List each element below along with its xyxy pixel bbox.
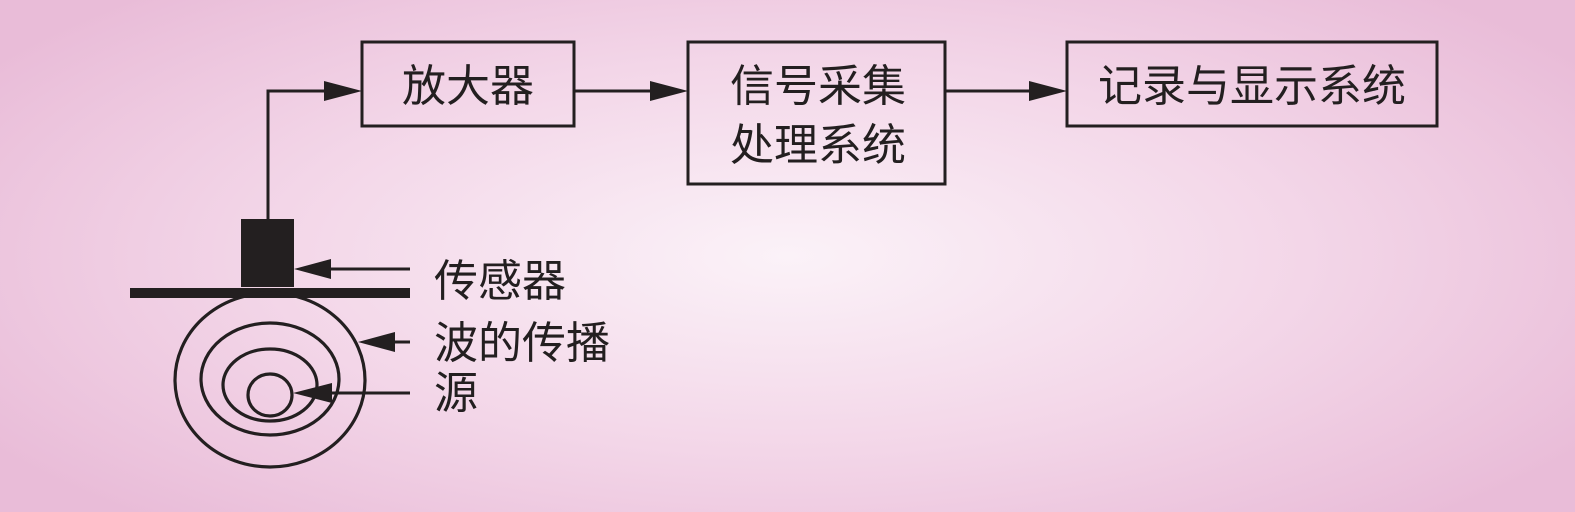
sensor-to-amplifier-arrowhead [324,81,362,101]
wave-ring-outer [173,291,367,469]
source-label: 源 [434,368,478,419]
amplifier-to-signal-arrowhead [650,81,688,101]
record-display-box [1065,40,1439,128]
signal-processing-label-line2: 处理系统 [730,120,906,171]
sensor-label: 传感器 [434,256,566,307]
record-display-label: 记录与显示系统 [1098,61,1406,112]
signal-to-record-arrowhead [1029,81,1067,101]
sensor-block [241,219,294,287]
signal-processing-label-line1: 信号采集 [730,61,906,112]
sensor-callout-arrowhead [294,259,331,279]
sensor-to-amplifier-line [266,89,330,220]
wave-callout-arrowhead [358,332,395,352]
signal-processing-box [686,40,947,186]
wave-propagation-label: 波的传播 [434,318,610,369]
source-core [246,372,294,418]
amplifier-box [360,40,576,128]
source-callout-arrowhead [293,383,332,403]
wave-ring-middle [199,321,341,437]
amplifier-label: 放大器 [402,61,534,112]
wave-ring-inner [221,347,319,423]
